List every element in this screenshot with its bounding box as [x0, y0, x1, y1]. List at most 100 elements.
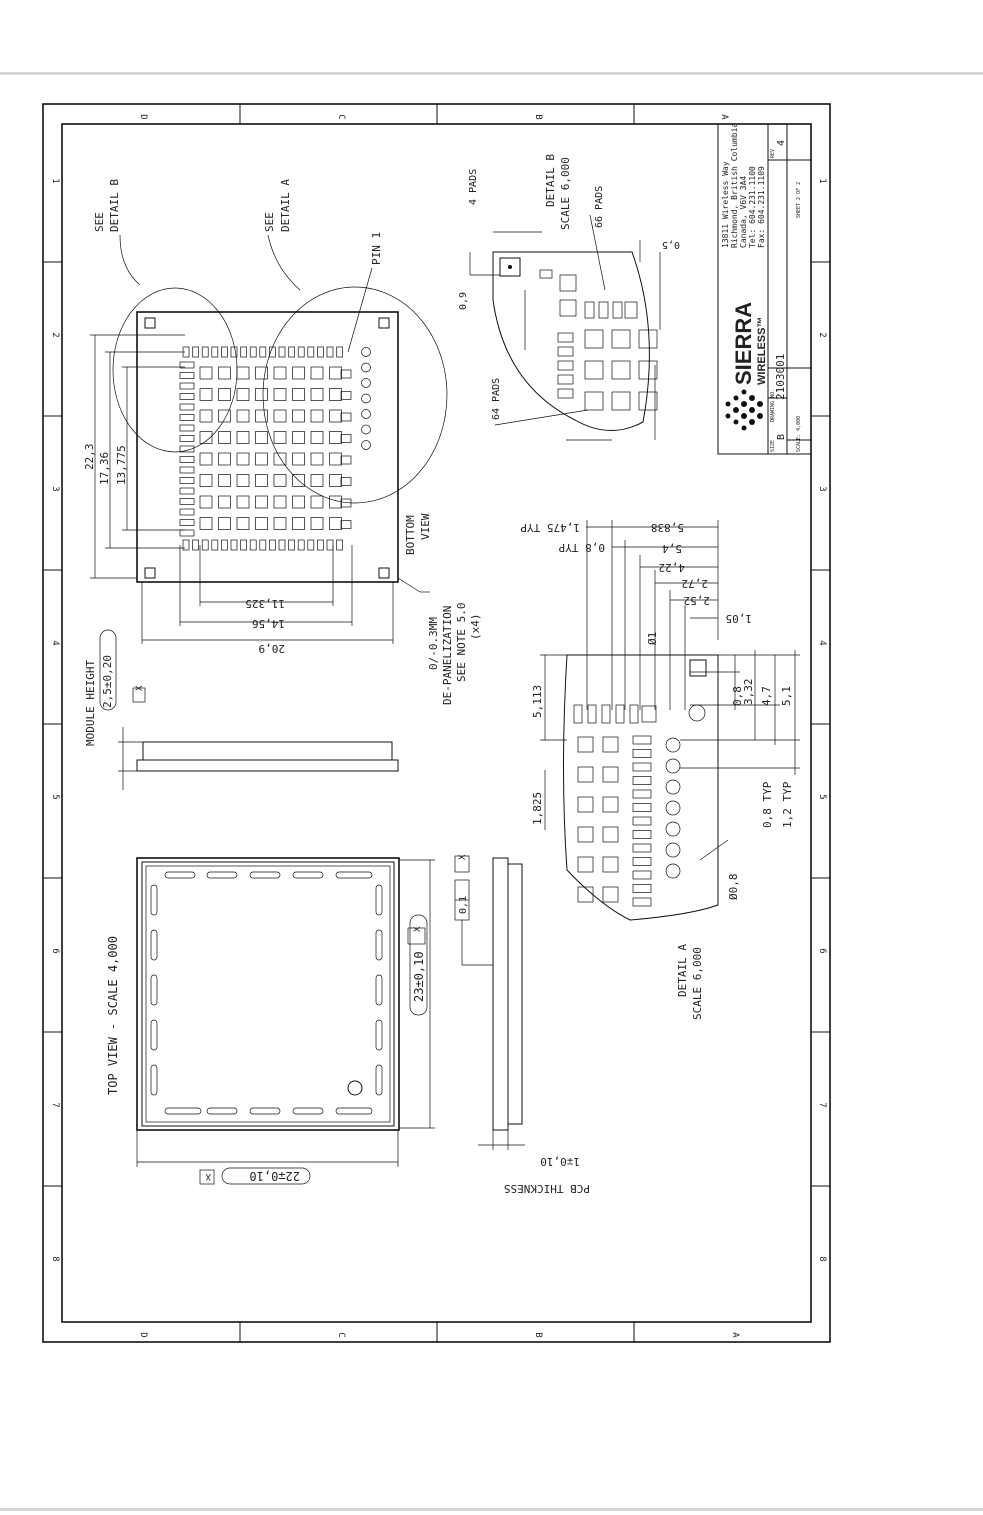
module-height-datum-frame [132, 687, 146, 703]
dim-1-05: 1,05 [726, 612, 753, 625]
address-4: Tel: 604.231.1100 [748, 166, 757, 248]
bottom-pad [273, 409, 287, 423]
top-view-height-tol: 23±0,10 [412, 951, 426, 1002]
detail-b-dim-0-5: 0,5 [662, 239, 680, 250]
bottom-pad [199, 431, 213, 444]
bottom-pad [236, 366, 250, 380]
detail-a-pad [629, 704, 639, 724]
bottom-pad [218, 517, 231, 530]
bottom-pad [329, 409, 342, 423]
corner-pad-1 [144, 317, 156, 329]
bottom-pad [259, 539, 267, 551]
detail-b-pad [611, 329, 631, 349]
detail-a-pad [573, 704, 583, 724]
bottom-test-pad [361, 409, 371, 419]
detail-b-66-pads: 66 PADS [594, 186, 605, 228]
detail-a-pad [632, 803, 652, 812]
datum-x-pcb: X [458, 854, 468, 860]
bottom-label: BOTTOM [404, 515, 417, 555]
detail-a-pad [577, 796, 594, 813]
bottom-pad [179, 498, 195, 505]
bottom-pad [292, 452, 305, 466]
detail-b-circle [112, 287, 238, 453]
bottom-pad [326, 539, 334, 551]
bottom-pad [255, 474, 268, 487]
detail-a-pad [632, 870, 652, 880]
bottom-pad [310, 452, 324, 466]
flatness-value: 0,1 [458, 896, 469, 914]
pcb-profile [407, 855, 525, 1150]
module-height-label: MODULE HEIGHT [84, 660, 97, 746]
module-outline [136, 311, 399, 583]
bottom-pad [179, 477, 195, 484]
detail-a-pad [602, 826, 619, 843]
bottom-pad [199, 495, 213, 509]
zone-letter-top-b: B [533, 114, 543, 119]
bottom-pad [179, 403, 195, 411]
detail-b-title-1: DETAIL B [544, 154, 557, 207]
bottom-pad [211, 346, 219, 358]
detail-a-round-pad [665, 821, 681, 837]
detail-b-corner-pad [499, 257, 521, 277]
zone-num-left-1: 1 [50, 178, 60, 183]
zone-num-left-3: 3 [50, 486, 60, 491]
pin-1-label: PIN 1 [370, 232, 383, 265]
address-3: Canada, V6V 3A4 [739, 176, 748, 248]
sierra-logo-icon [725, 389, 763, 431]
pcb-thickness-label: PCB THICKNESS [504, 1182, 590, 1195]
top-view-slot [292, 1107, 324, 1115]
top-view-slot [164, 871, 196, 879]
detail-a-title-2: SCALE 6,000 [691, 947, 704, 1020]
top-view-slot [206, 871, 238, 879]
top-view-slot [335, 1107, 373, 1115]
top-view-width-tol: 22∓0,10 [249, 1169, 300, 1183]
top-view-slot [335, 871, 373, 879]
bottom-pad [218, 388, 231, 401]
dim-5-1: 5,1 [780, 686, 793, 706]
datum-x-2: X [413, 926, 423, 932]
bottom-pad [307, 539, 315, 551]
bottom-pad [329, 517, 342, 530]
top-view-slot [150, 1019, 158, 1051]
detail-a-title-1: DETAIL A [676, 944, 689, 997]
bottom-pad [179, 361, 195, 369]
bottom-rule [0, 1508, 983, 1511]
detail-a-pad [632, 789, 652, 799]
bottom-pad [192, 539, 199, 551]
bottom-view-pad-array [179, 346, 371, 551]
detail-a-pad [577, 856, 594, 873]
see-detail-a-2: DETAIL A [279, 179, 292, 232]
detail-b-pad [557, 374, 574, 385]
bottom-pad [179, 487, 195, 495]
dia-1: Ø1 [646, 632, 659, 645]
zone-num-left-7: 7 [50, 1102, 60, 1107]
see-detail-b-1: SEE [93, 212, 106, 232]
bottom-pad [329, 388, 342, 401]
top-view-width-tol-frame [221, 1167, 311, 1185]
bottom-pad [310, 388, 324, 401]
dim-0-8-typ-top: 0,8 TYP [558, 541, 605, 554]
dim-20-9: 20,9 [259, 642, 286, 655]
detail-a-pad [632, 749, 652, 758]
corner-pad-3 [144, 567, 156, 579]
bottom-pad [288, 346, 295, 358]
bottom-pad [317, 346, 324, 358]
bottom-pad [297, 539, 305, 551]
size-value: B [776, 434, 787, 440]
top-view-slot [249, 1107, 281, 1115]
top-view-pin1-marker [347, 1080, 363, 1096]
top-view-slot [150, 929, 158, 961]
detail-a-pad [632, 884, 652, 893]
zone-letter-bot-c: C [336, 1332, 346, 1337]
zone-num-left-4: 4 [50, 640, 60, 645]
dim-0-8-typ: 0,8 TYP [761, 781, 774, 828]
top-view-slot [375, 1064, 383, 1096]
bottom-test-pad [361, 393, 371, 404]
zone-num-right-4: 4 [817, 640, 827, 645]
detail-b-pads [539, 269, 658, 411]
bottom-pad [179, 382, 195, 390]
dim-11-325: 11,325 [245, 597, 285, 610]
bottom-pad [336, 346, 343, 358]
depanel-4: (x4) [469, 614, 482, 641]
